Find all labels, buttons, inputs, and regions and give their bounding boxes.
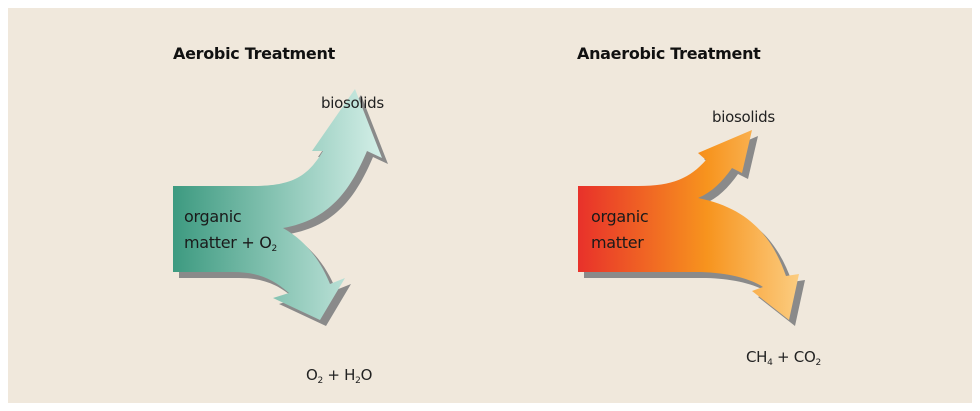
anaerobic-title: Anaerobic Treatment xyxy=(577,44,761,63)
anaerobic-input-label: organic matter xyxy=(591,204,649,256)
aerobic-title: Aerobic Treatment xyxy=(173,44,335,63)
diagram-panel: Aerobic Treatment biosolids organic matt… xyxy=(8,8,972,403)
panel-background xyxy=(8,8,972,403)
anaerobic-arrow-body xyxy=(578,130,799,320)
aerobic-input-line1: organic xyxy=(184,207,242,226)
aerobic-input-line2: matter + O2 xyxy=(184,233,277,254)
anaerobic-input-line2: matter xyxy=(591,233,644,252)
aerobic-output-biosolids: biosolids xyxy=(321,94,384,112)
aerobic-output-water-oxygen: O2 + H2O xyxy=(306,366,373,386)
aerobic-input-label: organic matter + O2 xyxy=(184,204,277,262)
treatment-diagram xyxy=(8,8,972,403)
anaerobic-arrow xyxy=(578,130,805,326)
anaerobic-output-methane-co2: CH4 + CO2 xyxy=(746,348,821,368)
aerobic-arrow xyxy=(173,89,388,326)
anaerobic-input-line1: organic xyxy=(591,207,649,226)
anaerobic-output-biosolids: biosolids xyxy=(712,108,775,126)
aerobic-arrow-body xyxy=(173,89,382,320)
